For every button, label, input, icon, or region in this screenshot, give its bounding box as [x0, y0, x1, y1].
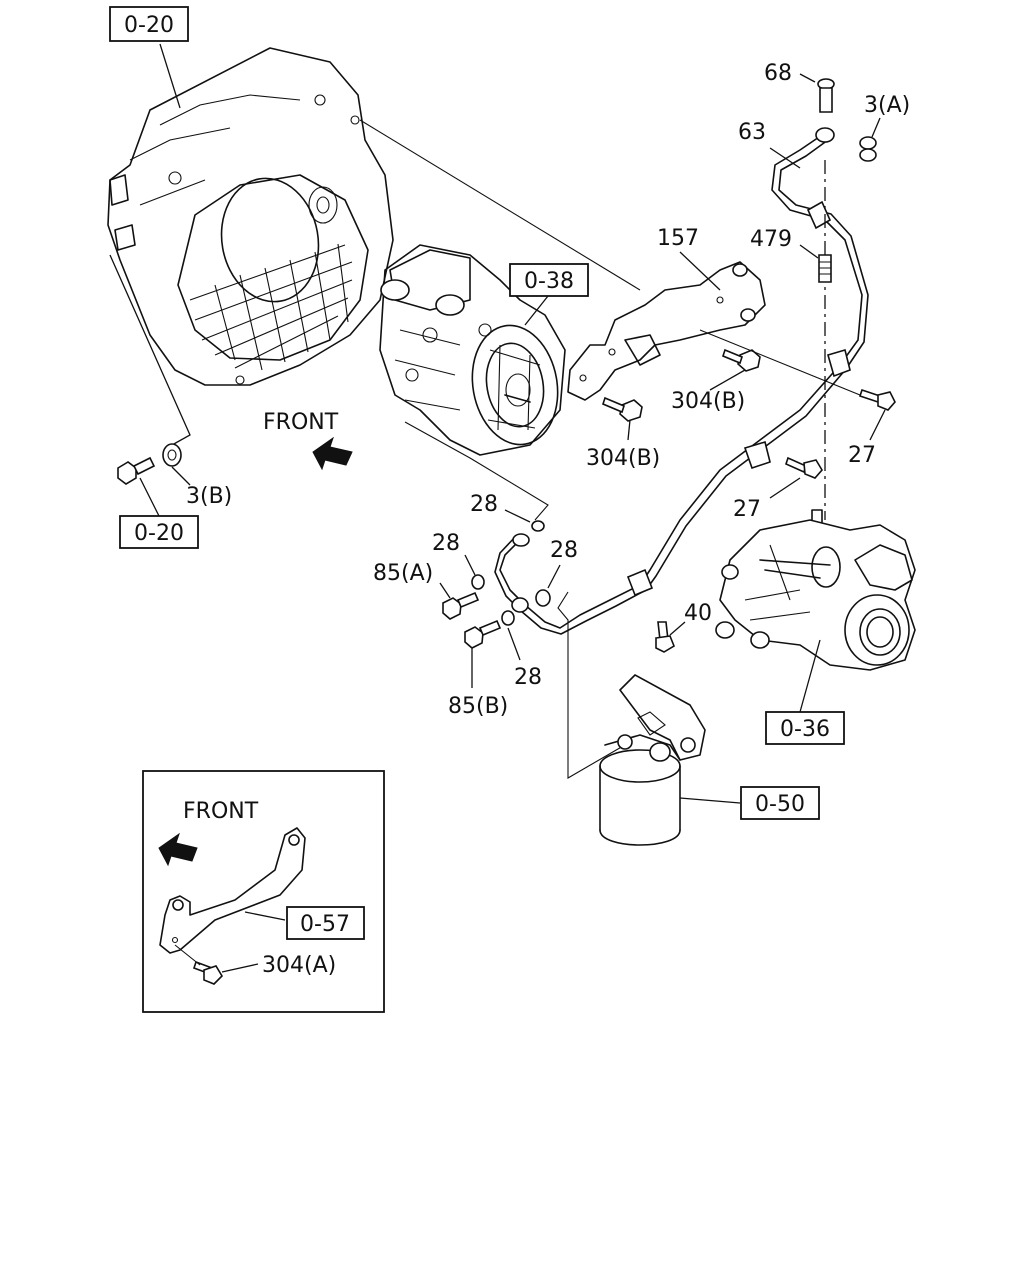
oil-pipe-lower: [494, 533, 654, 635]
part-label-28-right: 28: [550, 538, 578, 563]
leader-40: [669, 621, 686, 636]
part-label-157: 157: [657, 226, 699, 251]
washer-28-left: [471, 574, 485, 590]
ref-box-0-20-bottom[interactable]: 0-20: [119, 515, 199, 549]
leader-turbo: [799, 639, 821, 713]
part-label-27-right: 27: [848, 443, 876, 468]
inset-front-arrow-icon: [158, 832, 198, 867]
flywheel-housing: [107, 47, 394, 386]
bolt-housing: [117, 456, 156, 485]
leader-housing-compressor: [359, 119, 641, 291]
leader-304a-dash: [174, 944, 201, 966]
bolt-68: [817, 78, 835, 113]
front-arrow-icon: [312, 436, 353, 471]
inset-bracket: [159, 827, 306, 954]
part-label-28-bottom: 28: [514, 665, 542, 690]
ref-box-0-50[interactable]: 0-50: [740, 786, 820, 820]
part-label-27-mid: 27: [733, 497, 761, 522]
part-label-85a: 85(A): [373, 561, 433, 586]
part-label-40: 40: [684, 601, 712, 626]
washer-28-top: [531, 520, 545, 532]
leader-bracket-turbo: [699, 329, 861, 396]
bolt-304b-right: [722, 348, 761, 372]
leader-28-left: [464, 554, 476, 576]
bolt-85b: [464, 619, 502, 649]
leader-housing-bottom: [109, 254, 191, 446]
inset-front-label: FRONT: [183, 799, 259, 824]
leader-304b-right: [709, 369, 746, 391]
ref-box-0-57[interactable]: 0-57: [286, 906, 365, 940]
leader-27-right: [869, 409, 886, 441]
leader-bolt-0-20: [139, 477, 161, 519]
leader-oil-filter: [679, 797, 741, 804]
leader-0-57: [244, 911, 286, 921]
svg-text:0-57: 0-57: [300, 912, 350, 937]
bolt-479: [818, 254, 832, 283]
leader-85a: [439, 582, 451, 599]
oil-pipe-63: [639, 127, 869, 591]
part-label-68: 68: [764, 61, 792, 86]
part-label-28-top: 28: [470, 492, 498, 517]
part-label-28-left: 28: [432, 531, 460, 556]
bolt-304a: [192, 960, 224, 985]
oil-filter: [599, 674, 706, 846]
leader-3a: [871, 117, 881, 138]
part-label-304b-right: 304(B): [671, 389, 745, 414]
washer-3a: [859, 136, 877, 162]
leader-compressor: [524, 295, 549, 326]
ac-compressor: [379, 244, 566, 456]
bolt-40: [655, 621, 675, 653]
leader-68: [799, 73, 816, 83]
washer-3b: [162, 443, 182, 467]
svg-text:0-20: 0-20: [134, 521, 184, 546]
svg-text:0-50: 0-50: [755, 792, 805, 817]
turbocharger: [715, 509, 916, 671]
bracket-157: [567, 261, 766, 401]
bolt-85a: [442, 591, 480, 620]
inset-panel: FRONT 0-57 304(A): [142, 770, 385, 1013]
bolt-27-mid: [785, 456, 823, 479]
leader-63: [769, 147, 801, 169]
ref-box-0-36[interactable]: 0-36: [765, 711, 845, 745]
leader-3b: [171, 466, 191, 486]
part-label-85b: 85(B): [448, 694, 508, 719]
svg-text:0-38: 0-38: [524, 269, 574, 294]
ref-box-0-20-top[interactable]: 0-20: [109, 6, 189, 42]
leader-filter-bracket: [557, 591, 631, 779]
leader-28-bottom: [507, 627, 521, 661]
svg-text:0-20: 0-20: [124, 13, 174, 38]
part-label-63: 63: [738, 120, 766, 145]
leader-28-top: [504, 509, 531, 523]
leader-479: [799, 244, 819, 259]
washer-28-bottom: [501, 610, 515, 626]
bolt-304b-left: [602, 396, 643, 422]
leader-compressor-lower: [404, 421, 549, 521]
part-label-3a: 3(A): [864, 93, 910, 118]
leader-housing-top: [159, 43, 181, 109]
front-label: FRONT: [263, 410, 339, 435]
leader-157: [679, 251, 721, 291]
part-label-3b: 3(B): [186, 484, 232, 509]
bolt-27-right: [858, 388, 896, 411]
leader-28-right: [547, 564, 561, 589]
part-label-304b-left: 304(B): [586, 446, 660, 471]
part-label-304a: 304(A): [262, 953, 336, 978]
leader-304a: [221, 963, 259, 973]
part-label-479: 479: [750, 227, 792, 252]
ref-box-0-38[interactable]: 0-38: [509, 263, 589, 297]
washer-28-right: [535, 589, 551, 607]
svg-text:0-36: 0-36: [780, 717, 830, 742]
leader-304b-left: [627, 419, 631, 441]
leader-27-mid: [769, 477, 801, 499]
